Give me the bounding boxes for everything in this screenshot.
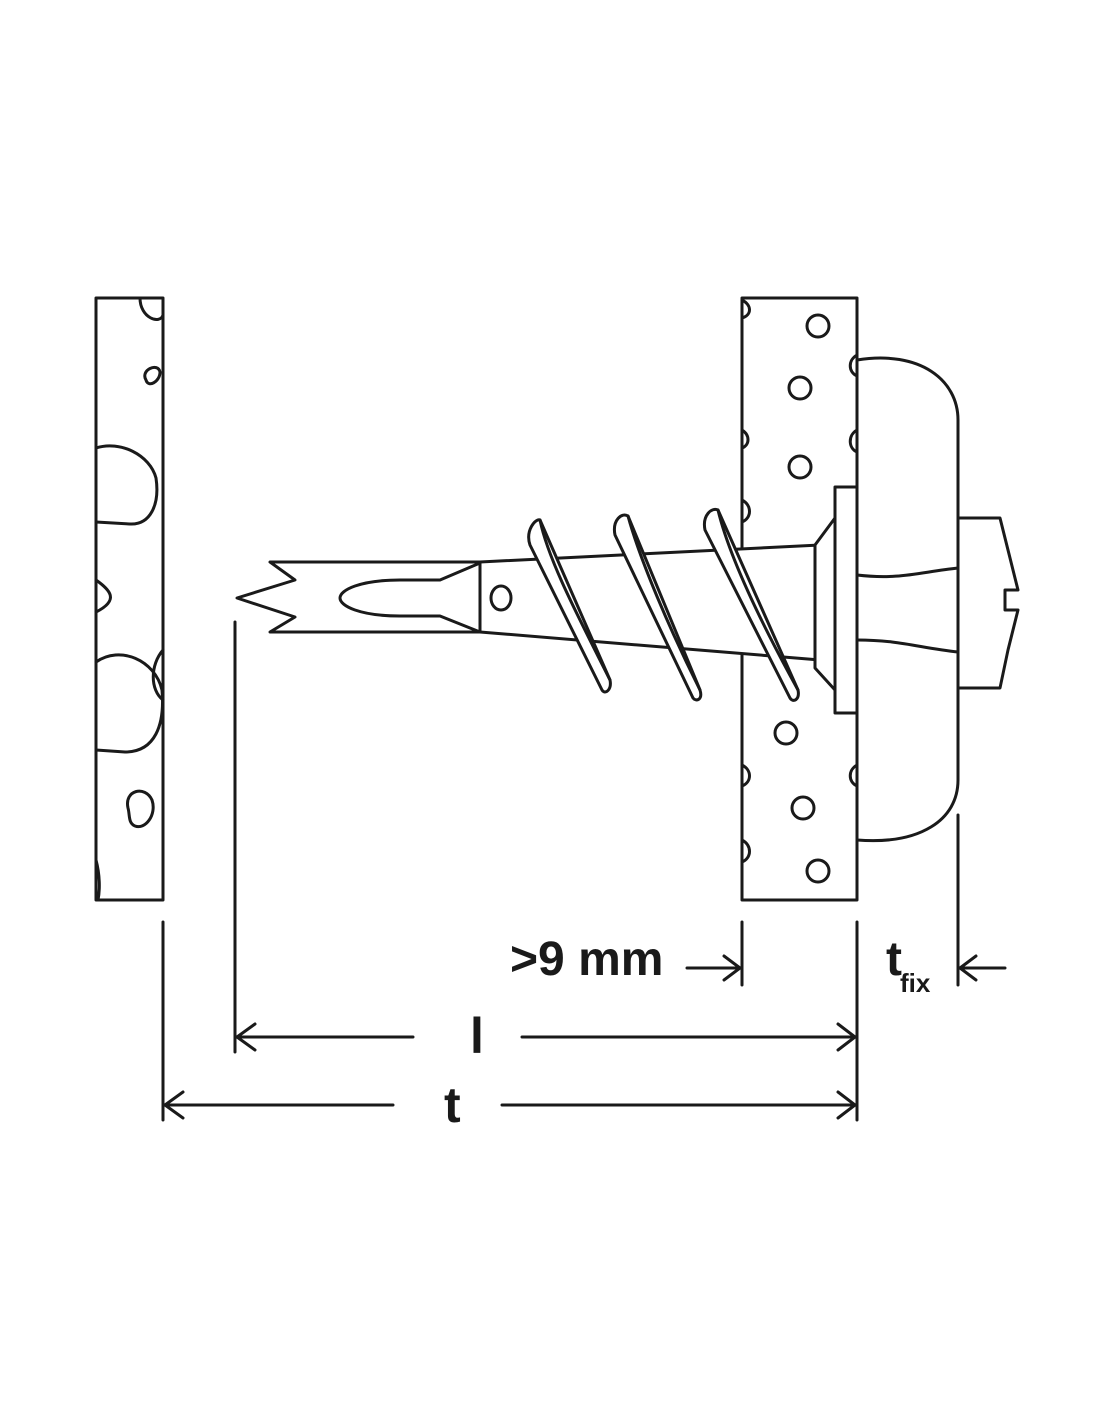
fixture-thickness-label: t <box>886 933 902 986</box>
dimension-lines <box>161 620 1007 1122</box>
length-arrow <box>235 1022 857 1052</box>
fixture-cap <box>855 356 960 843</box>
back-panel <box>94 296 165 902</box>
depth-arrow <box>685 954 742 982</box>
anchor-screw <box>235 485 1020 715</box>
length-label: l <box>470 1008 484 1064</box>
thickness-arrow <box>163 1090 857 1120</box>
thickness-label: t <box>444 1077 461 1133</box>
fixture-thickness-subscript: fix <box>900 968 931 998</box>
min-depth-label: >9 mm <box>510 933 663 986</box>
fixture-arrow <box>958 954 1007 982</box>
